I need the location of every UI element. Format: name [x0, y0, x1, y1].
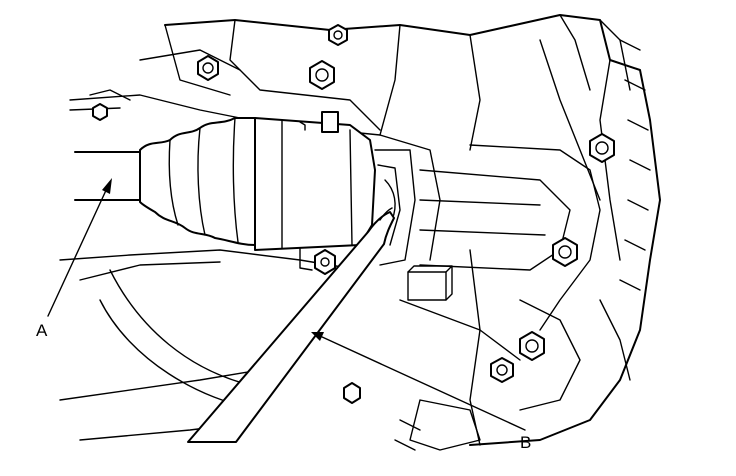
leader-arrow-b [311, 332, 324, 341]
leader-line-a [47, 185, 109, 317]
bolts [92, 24, 615, 404]
cv-boot [139, 117, 256, 246]
bolt-4 [92, 103, 108, 121]
leader-arrow-a [102, 178, 112, 194]
callout-label-a: A [36, 321, 48, 340]
bolt-11 [321, 111, 339, 133]
bolt-10 [343, 382, 361, 404]
bolt-7 [519, 331, 545, 361]
bolt-6 [552, 237, 578, 267]
drive-shaft [74, 151, 141, 201]
cv-joint-housing [254, 117, 376, 271]
bolt-1 [197, 55, 219, 81]
bolt-8 [490, 357, 514, 383]
transmission-housing [164, 14, 661, 451]
leader-line-b [319, 335, 526, 431]
leader-lines [47, 178, 526, 431]
callout-label-b: B [520, 433, 531, 452]
bolt-3 [328, 24, 348, 46]
bolt-9 [314, 249, 336, 275]
pry-bar [187, 207, 395, 443]
bolt-2 [309, 60, 335, 90]
bolt-5 [589, 133, 615, 163]
